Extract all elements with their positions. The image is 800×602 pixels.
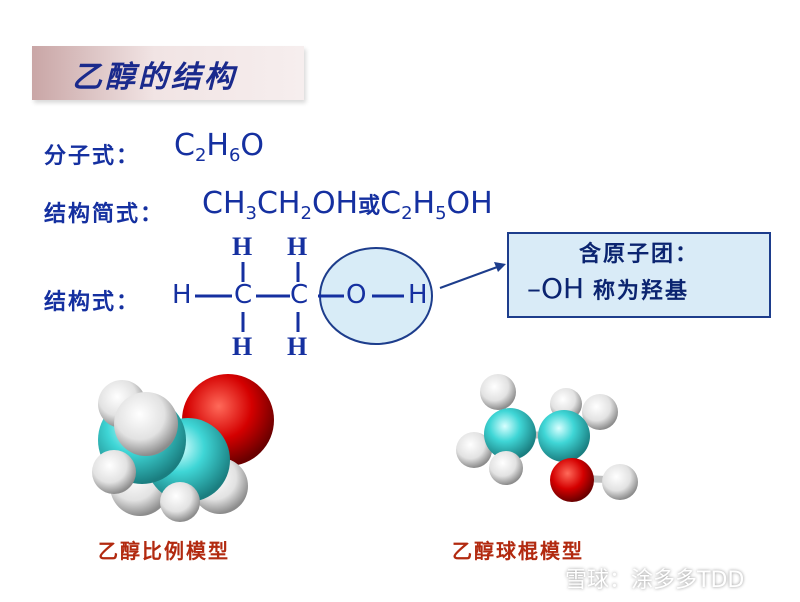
callout-text: 称为羟基 xyxy=(593,279,690,304)
page-title: 乙醇的结构 xyxy=(72,60,237,95)
hydroxyl-group: –OH xyxy=(527,272,585,305)
carbon-atom xyxy=(484,408,536,460)
atom-c1: C xyxy=(234,280,253,310)
structural-formula-label: 结构式： xyxy=(44,290,141,315)
hydrogen-atom xyxy=(602,464,638,500)
hydrogen-atom xyxy=(480,374,516,410)
atom-h-bottom-2: H xyxy=(287,332,308,361)
callout-line: –OH 称为羟基 xyxy=(527,272,689,305)
space-filling-model xyxy=(92,374,274,522)
atom-h-right: H xyxy=(408,280,428,310)
carbon-atom xyxy=(538,410,590,462)
hydrogen-atom xyxy=(114,392,178,456)
callout-arrow xyxy=(439,265,501,289)
callout-arrowhead xyxy=(494,262,506,272)
atom-h-bottom-1: H xyxy=(232,332,253,361)
watermark: 雪球：涂多多TDD xyxy=(565,568,745,593)
atom-h-top-1: H xyxy=(232,232,253,261)
atom-o: O xyxy=(346,280,367,310)
hydrogen-atom xyxy=(489,451,523,485)
hydrogen-atom xyxy=(456,432,492,468)
ball-stick-caption: 乙醇球棍模型 xyxy=(452,539,584,563)
structural-simple-label: 结构简式： xyxy=(44,202,165,227)
hydrogen-atom xyxy=(92,450,136,494)
title-banner: 乙醇的结构 xyxy=(32,46,304,100)
atom-c2: C xyxy=(290,280,309,310)
callout-title: 含原子团： xyxy=(578,242,699,267)
hydrogen-atom xyxy=(160,482,200,522)
space-filling-caption: 乙醇比例模型 xyxy=(98,539,230,563)
molecular-formula: C2H6O xyxy=(174,128,265,166)
hydrogen-atom xyxy=(582,394,618,430)
atom-h-left: H xyxy=(172,280,192,310)
molecular-formula-label: 分子式： xyxy=(44,144,141,169)
atom-h-top-2: H xyxy=(287,232,308,261)
bonds xyxy=(195,262,404,332)
structural-simple-formula: CH3CH2OH或C2H5OH xyxy=(202,186,493,224)
oxygen-atom xyxy=(550,458,594,502)
hydroxyl-callout: 含原子团： –OH 称为羟基 xyxy=(507,232,771,318)
ball-stick-model xyxy=(456,374,638,502)
